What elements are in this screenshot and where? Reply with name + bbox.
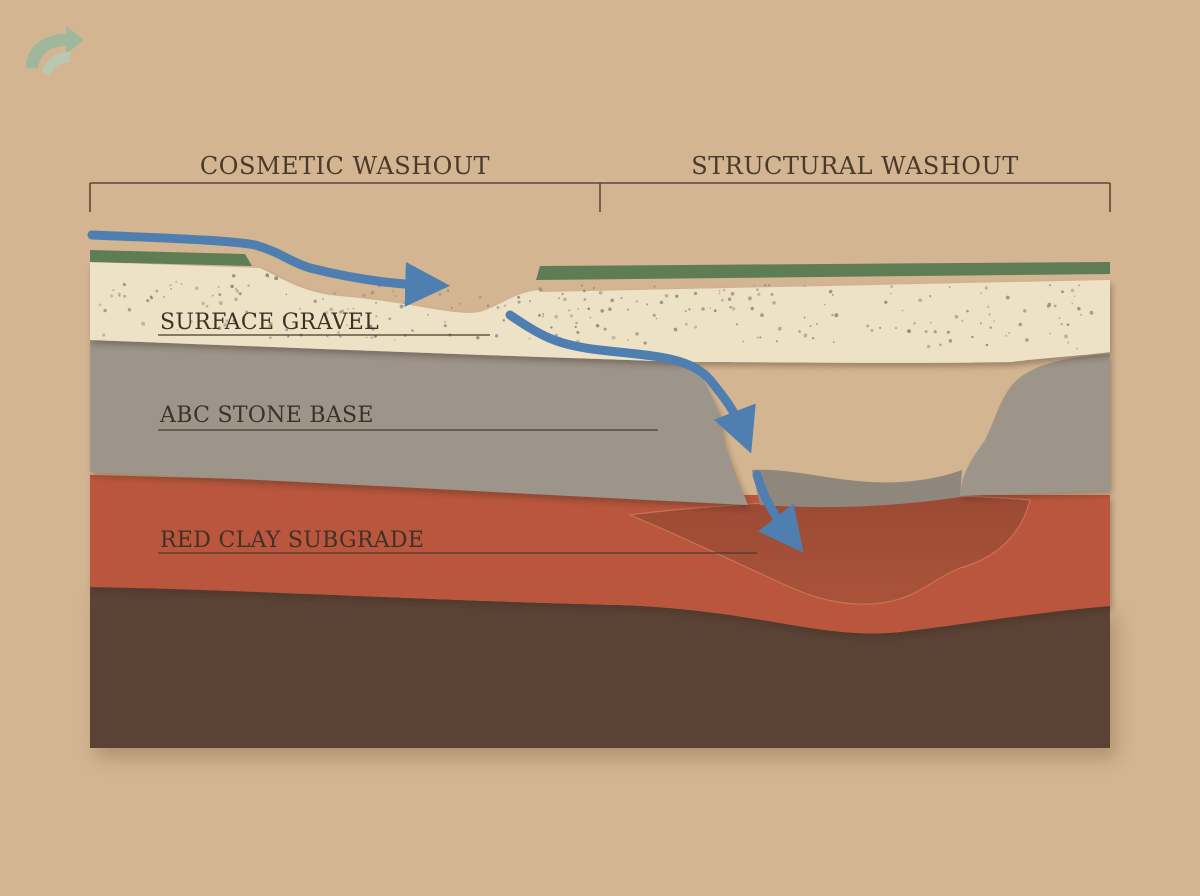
gravel-speckles [98, 273, 1094, 350]
recycling-arrows-logo-icon [26, 26, 84, 76]
eroded-stone-floor [752, 469, 962, 508]
water-flow-arrows [87, 230, 804, 553]
grass-strip-left [90, 250, 252, 266]
subsurface-flow-arrow [505, 310, 756, 454]
abc-stone-base-layer [90, 340, 748, 505]
header-brackets [89, 182, 1111, 212]
surface-runoff-arrow [87, 230, 451, 307]
label-surface-gravel: SURFACE GRAVEL [160, 310, 379, 335]
abc-stone-base-right [960, 354, 1110, 496]
soil-layer [90, 585, 1110, 748]
label-abc-stone-base: ABC STONE BASE [159, 403, 374, 428]
label-red-clay-subgrade: RED CLAY SUBGRADE [160, 528, 424, 553]
structural-void [700, 363, 1012, 481]
subgrade-erosion-arrow [752, 470, 804, 553]
surface-gravel-layer [90, 262, 1110, 363]
header-structural-washout: STRUCTURAL WASHOUT [691, 152, 1018, 180]
header-cosmetic-washout: COSMETIC WASHOUT [200, 152, 490, 180]
grass-strip-right [536, 262, 1110, 280]
